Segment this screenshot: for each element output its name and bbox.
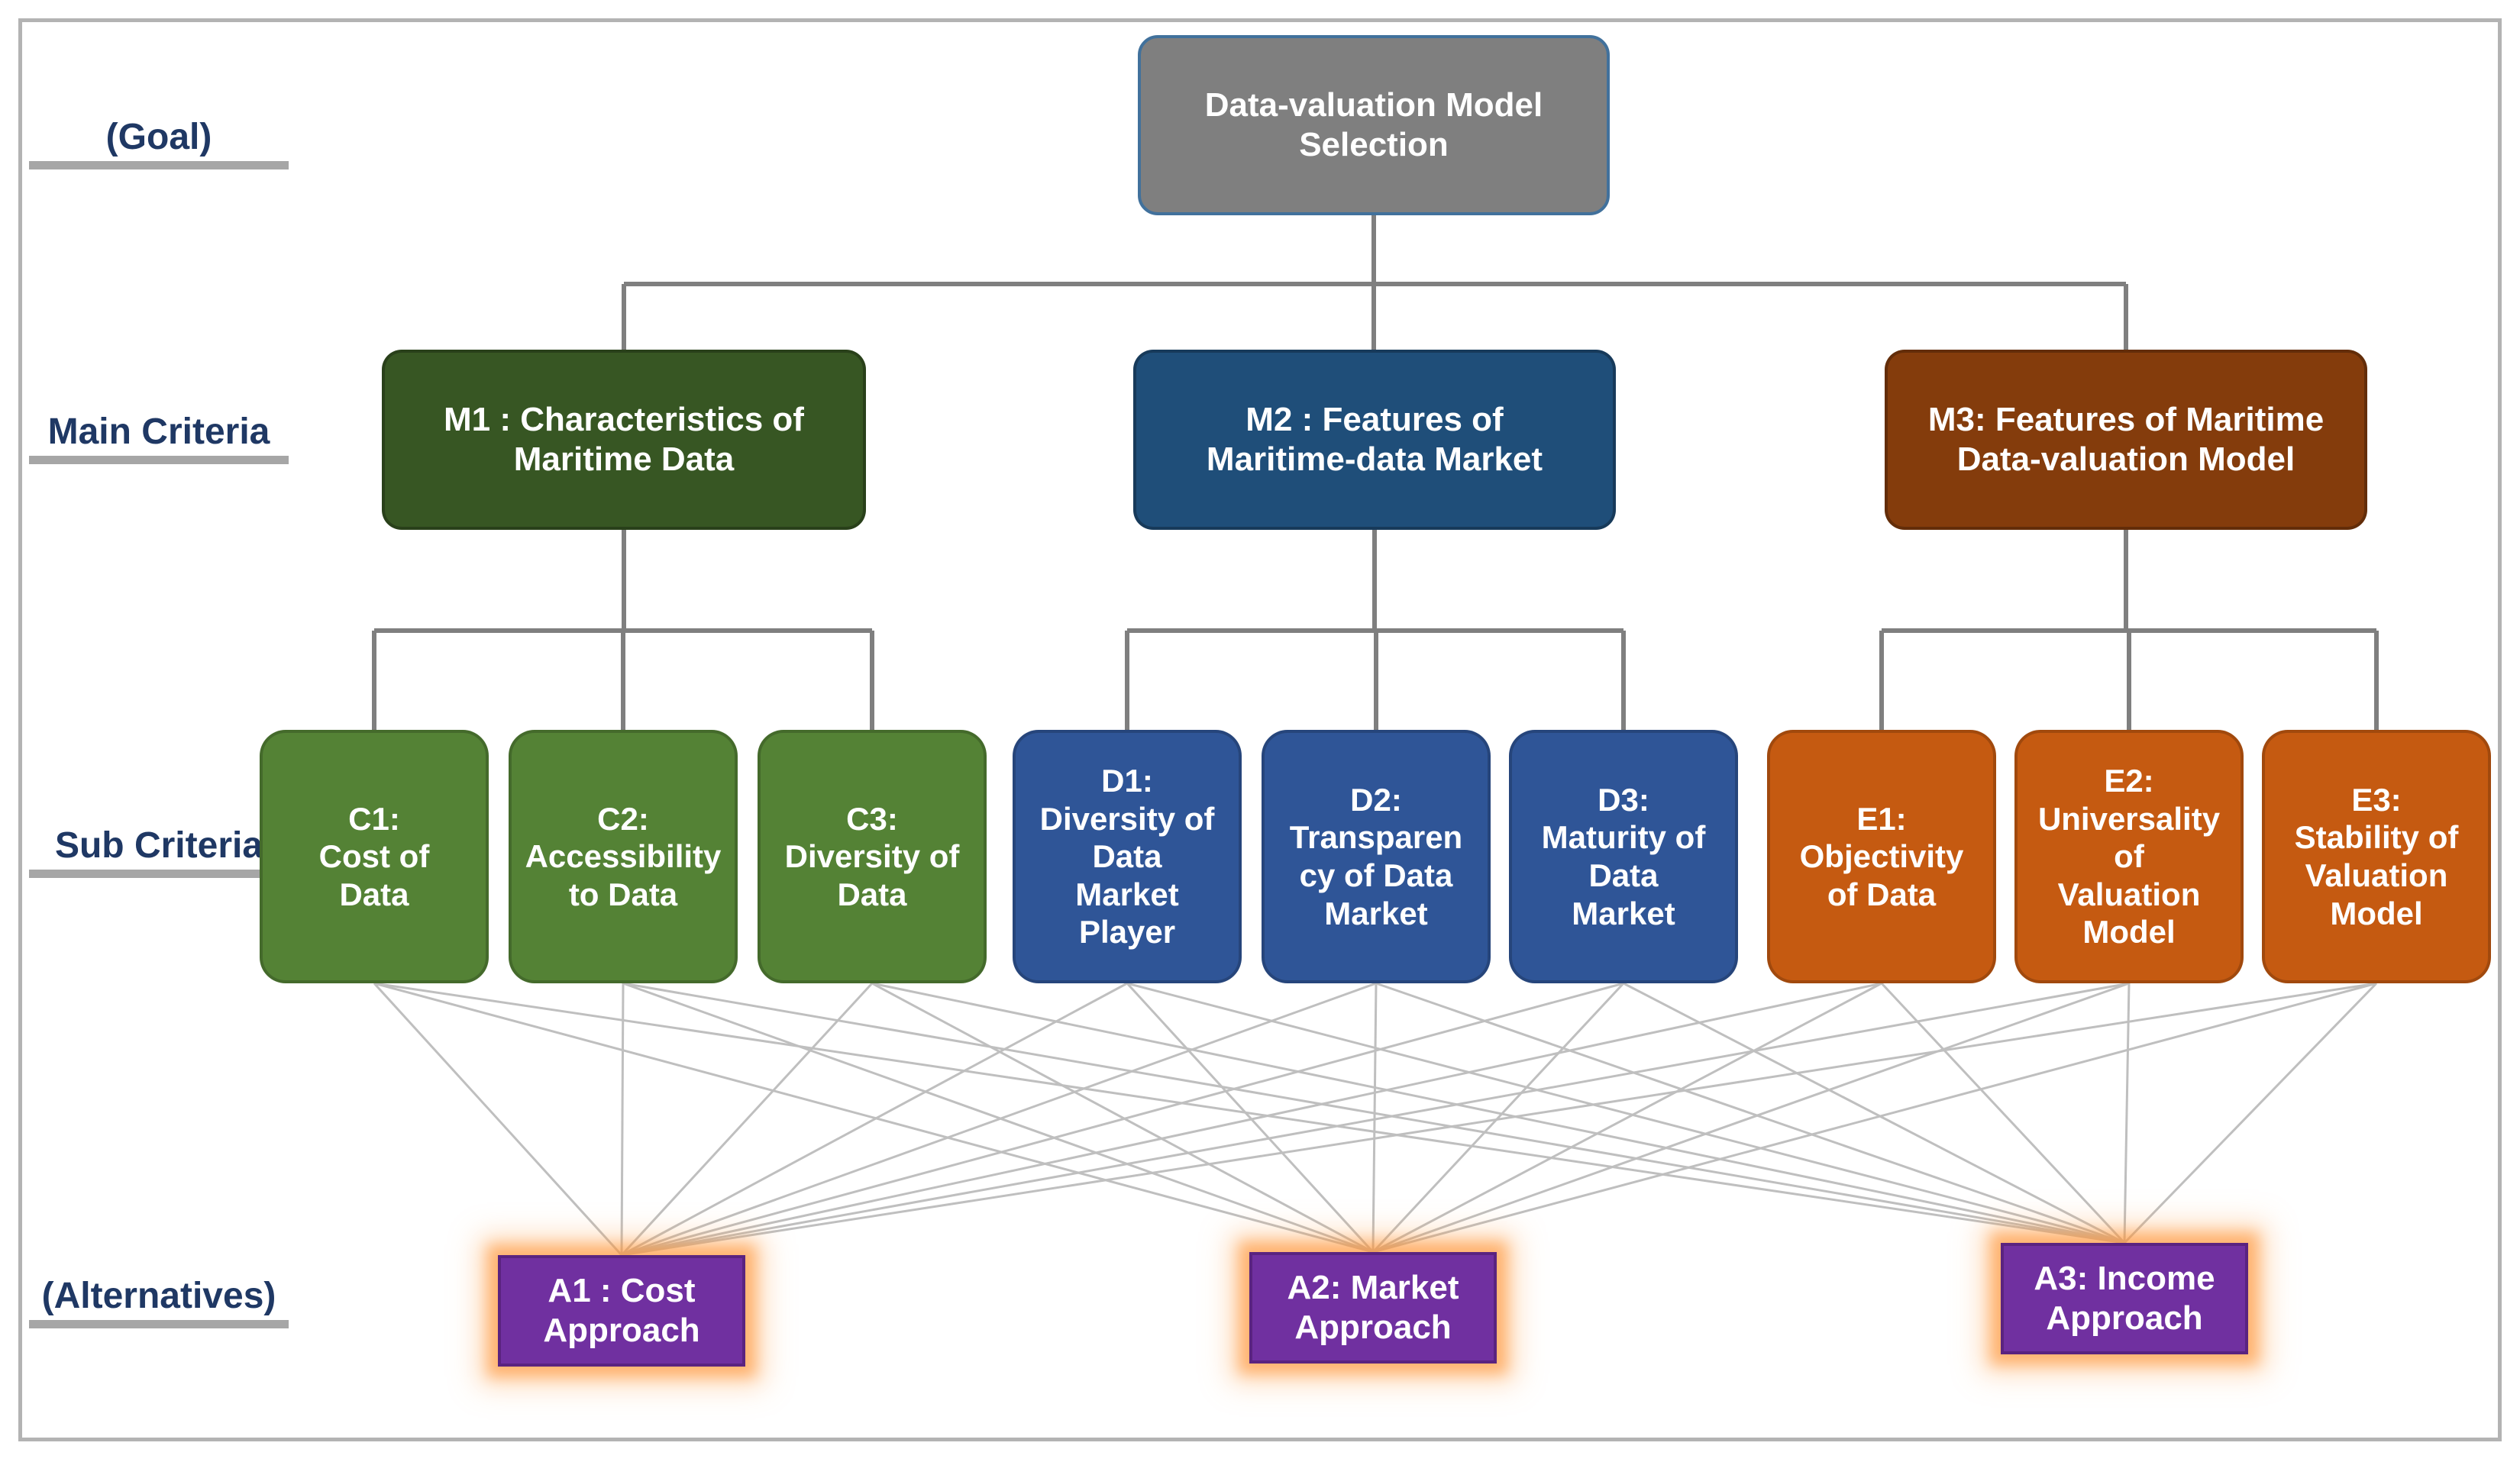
alternative-a2: A2: Market Approach: [1249, 1252, 1497, 1364]
diagram-frame: [18, 18, 2502, 1441]
link-sub-3-alt-2: [871, 982, 1374, 1254]
hierarchy-connectors: [372, 215, 2379, 730]
link-sub-3-alt-3: [871, 982, 2125, 1244]
sub-criteria-d1: D1: Diversity of Data Market Player: [1013, 730, 1242, 983]
link-sub-7-alt-1: [621, 982, 1882, 1257]
link-sub-9-alt-3: [2123, 982, 2378, 1244]
link-sub-6-alt-2: [1371, 982, 1625, 1254]
sub-criteria-c1: C1: Cost of Data: [260, 730, 489, 983]
link-sub-5-alt-2: [1371, 983, 1378, 1253]
link-sub-9-alt-1: [621, 982, 2377, 1257]
link-sub-7-alt-3: [1880, 982, 2126, 1244]
link-sub-1-alt-1: [373, 982, 623, 1257]
link-sub-1-alt-3: [373, 982, 2125, 1244]
link-sub-4-alt-1: [621, 982, 1128, 1257]
sub-criteria-c3: C3: Diversity of Data: [758, 730, 987, 983]
level-label-sub-criteria: Sub Criteria: [29, 825, 289, 878]
goal-node: Data-valuation Model Selection: [1138, 35, 1610, 215]
alternative-links: [373, 982, 2378, 1257]
sub-criteria-c2: C2: Accessibility to Data: [509, 730, 738, 983]
link-sub-6-alt-1: [621, 982, 1624, 1257]
link-sub-3-alt-1: [620, 982, 874, 1257]
link-sub-5-alt-1: [621, 982, 1377, 1257]
link-sub-1-alt-2: [373, 982, 1374, 1254]
level-label-alternatives: (Alternatives): [29, 1275, 289, 1328]
link-sub-4-alt-2: [1126, 982, 1375, 1254]
link-sub-8-alt-2: [1372, 982, 2130, 1254]
alternative-a1: A1 : Cost Approach: [498, 1255, 745, 1367]
link-sub-8-alt-3: [2123, 983, 2131, 1244]
alternative-a3: A3: Income Approach: [2001, 1243, 2248, 1354]
link-sub-9-alt-2: [1372, 982, 2377, 1254]
main-criteria-m3: M3: Features of Maritime Data-valuation …: [1885, 350, 2367, 530]
link-sub-7-alt-2: [1372, 982, 1882, 1254]
link-sub-5-alt-3: [1375, 982, 2125, 1244]
main-criteria-m1: M1 : Characteristics of Maritime Data: [382, 350, 866, 530]
link-sub-8-alt-1: [621, 982, 2130, 1257]
main-criteria-m2: M2 : Features of Maritime-data Market: [1133, 350, 1616, 530]
sub-criteria-e2: E2: Universality of Valuation Model: [2014, 730, 2244, 983]
level-label-goal: (Goal): [29, 116, 289, 169]
level-label-main-criteria: Main Criteria: [29, 411, 289, 464]
link-sub-6-alt-3: [1623, 982, 2125, 1244]
sub-criteria-e3: E3: Stability of Valuation Model: [2262, 730, 2491, 983]
link-sub-2-alt-1: [620, 983, 625, 1256]
sub-criteria-d2: D2: Transparen cy of Data Market: [1262, 730, 1491, 983]
link-sub-2-alt-2: [622, 982, 1374, 1254]
link-sub-4-alt-3: [1126, 982, 2125, 1244]
sub-criteria-e1: E1: Objectivity of Data: [1767, 730, 1996, 983]
sub-criteria-d3: D3: Maturity of Data Market: [1509, 730, 1738, 983]
